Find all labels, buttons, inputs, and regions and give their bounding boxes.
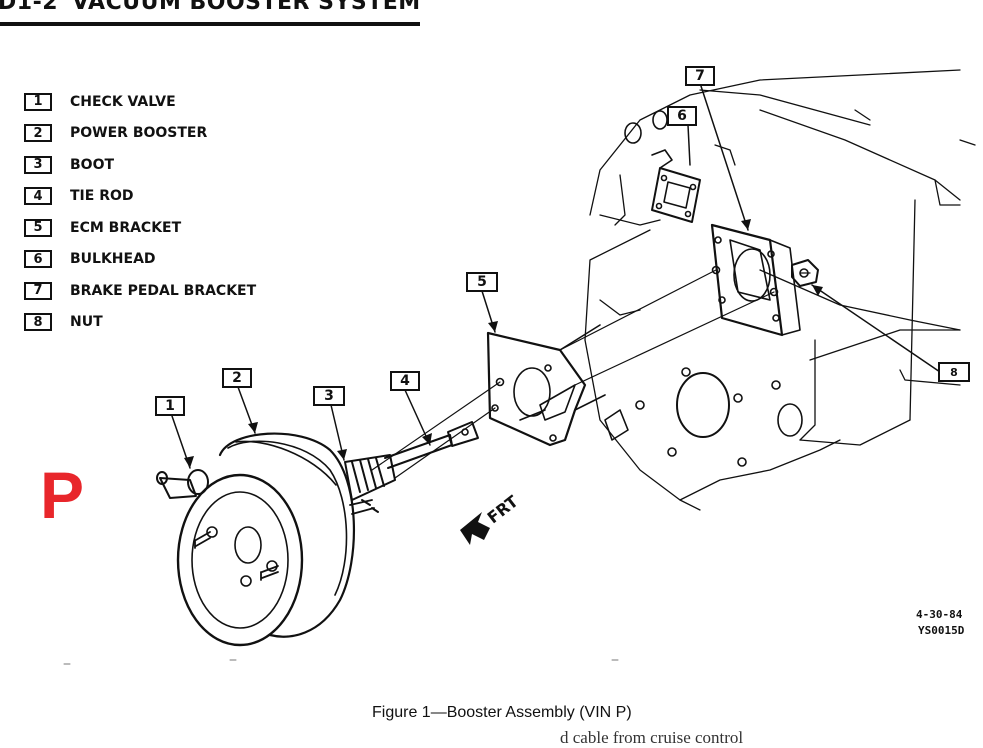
legend-number: 6 <box>24 250 52 269</box>
legend-label: BRAKE PEDAL BRACKET <box>70 282 257 299</box>
legend-label: TIE ROD <box>70 188 134 205</box>
legend-label: POWER BOOSTER <box>70 125 208 142</box>
callout-6: 6 <box>667 106 697 126</box>
callout-5: 5 <box>466 272 498 292</box>
callout-7: 7 <box>685 66 715 86</box>
legend-number: 4 <box>24 187 52 206</box>
legend-number: 1 <box>24 92 52 111</box>
legend-row: 6 BULKHEAD <box>24 244 256 276</box>
callout-8: 8 <box>938 362 970 382</box>
legend-label: BULKHEAD <box>70 251 156 268</box>
legend-row: 1 CHECK VALVE <box>24 86 256 118</box>
vin-letter: P <box>40 458 85 532</box>
section-number: D1-2 <box>0 0 59 15</box>
bulkhead-outline <box>584 69 976 511</box>
legend-label: CHECK VALVE <box>70 93 176 110</box>
legend-number: 7 <box>24 281 52 300</box>
legend-row: 2 POWER BOOSTER <box>24 118 256 150</box>
cut-off-body-text: d cable from cruise control <box>560 728 744 747</box>
arrow-heads <box>184 219 823 545</box>
legend-row: 7 BRAKE PEDAL BRACKET <box>24 275 256 307</box>
bulkhead-details <box>604 110 803 467</box>
parts-legend: 1 CHECK VALVE 2 POWER BOOSTER 3 BOOT 4 T… <box>24 86 256 338</box>
legend-label: BOOT <box>70 156 115 173</box>
legend-number: 5 <box>24 218 52 237</box>
legend-label: ECM BRACKET <box>70 219 182 236</box>
power-booster <box>176 432 375 647</box>
bulkhead-plate <box>651 149 701 223</box>
legend-row: 3 BOOT <box>24 149 256 181</box>
legend-number: 2 <box>24 124 52 143</box>
figure-caption: Figure 1—Booster Assembly (VIN P) <box>372 704 632 721</box>
header-rule <box>0 22 420 26</box>
legend-number: 8 <box>24 313 52 332</box>
legend-row: 5 ECM BRACKET <box>24 212 256 244</box>
page-header: D1-2 VACUUM BOOSTER SYSTEM <box>0 0 421 15</box>
legend-label: NUT <box>70 314 103 331</box>
ecm-bracket <box>486 324 606 447</box>
callout-2: 2 <box>222 368 252 388</box>
callout-3: 3 <box>313 386 345 406</box>
check-valve <box>156 469 209 499</box>
drawing-code: YS0015D <box>918 624 965 637</box>
tie-rod <box>384 421 479 469</box>
legend-number: 3 <box>24 155 52 174</box>
section-title: VACUUM BOOSTER SYSTEM <box>72 0 421 15</box>
callout-leaders <box>171 82 941 469</box>
brake-pedal-bracket <box>710 223 801 337</box>
legend-row: 8 NUT <box>24 307 256 339</box>
scan-speckles <box>63 659 619 665</box>
callout-4: 4 <box>390 371 420 391</box>
legend-row: 4 TIE ROD <box>24 181 256 213</box>
callout-1: 1 <box>155 396 185 416</box>
drawing-date: 4-30-84 <box>916 608 963 621</box>
